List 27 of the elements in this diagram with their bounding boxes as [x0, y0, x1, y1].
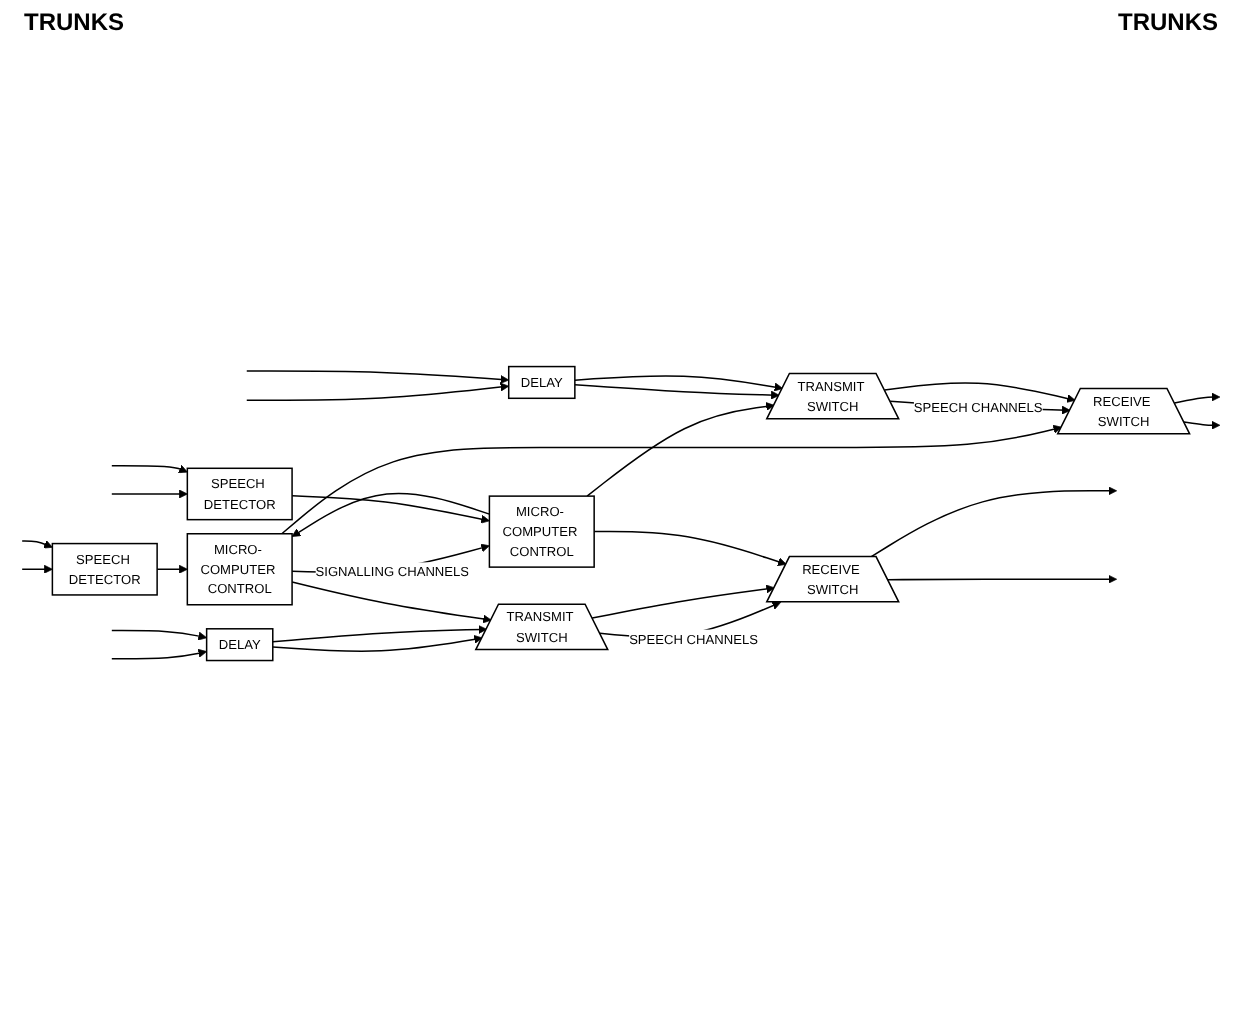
arrow	[246, 381, 510, 400]
trunks-label: TRUNKS	[1118, 8, 1218, 36]
arrow	[246, 369, 510, 383]
arrow	[156, 563, 188, 573]
arrow	[111, 463, 188, 473]
arrow	[291, 494, 490, 523]
arrow	[111, 647, 208, 659]
arrow	[291, 580, 492, 623]
arrow	[887, 573, 1117, 583]
arrow	[1173, 391, 1221, 403]
arrow	[272, 634, 483, 651]
arrow	[272, 624, 488, 642]
arrow	[574, 374, 784, 391]
arrow	[21, 539, 53, 548]
arrow	[593, 529, 787, 566]
arrow	[281, 423, 1063, 534]
arrow	[883, 381, 1076, 402]
arrow	[21, 563, 53, 573]
arrow	[111, 488, 188, 498]
arrow	[291, 491, 491, 536]
arrow	[111, 628, 208, 640]
arrow	[574, 383, 780, 399]
trunks-label: TRUNKS	[24, 8, 124, 36]
arrow	[586, 401, 775, 496]
arrow	[869, 485, 1117, 557]
arrow	[1183, 419, 1221, 429]
arrow	[591, 583, 775, 618]
